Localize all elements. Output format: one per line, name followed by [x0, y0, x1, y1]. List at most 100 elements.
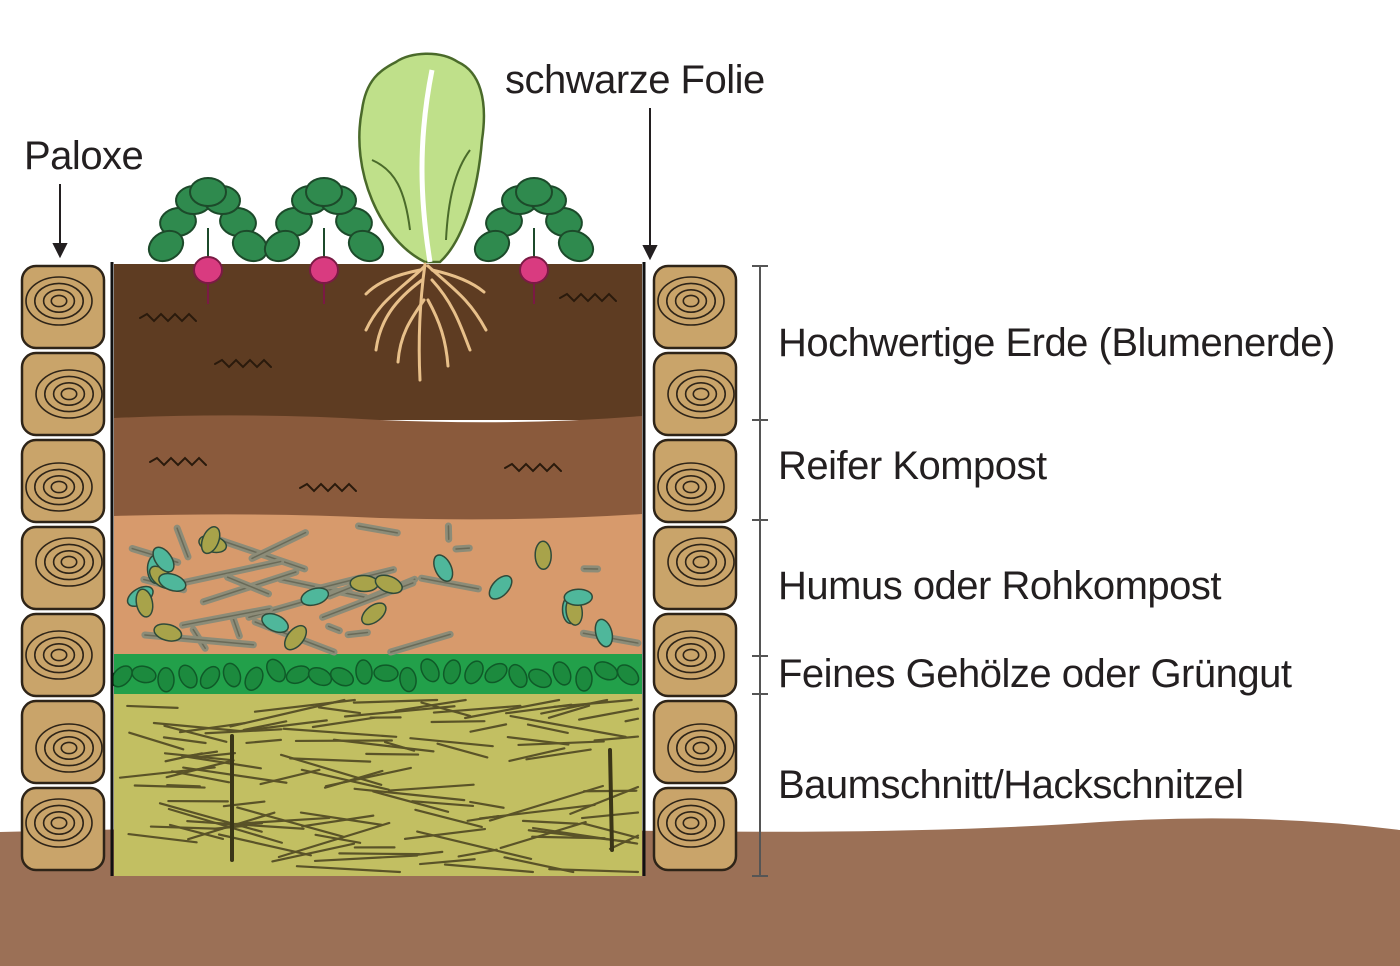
green-leaf: [464, 660, 484, 685]
label-paloxe: Paloxe: [24, 134, 144, 178]
wood-block-icon: [652, 351, 738, 437]
leaf: [374, 574, 403, 595]
lettuce-icon: [358, 52, 486, 264]
chip: [236, 806, 345, 838]
chip: [204, 728, 283, 735]
chip: [411, 800, 475, 808]
chip: [133, 784, 206, 789]
green-leaf: [157, 666, 175, 693]
green-leaf: [266, 658, 286, 683]
humus-texture: [126, 522, 642, 656]
chip: [353, 787, 466, 802]
chip: [279, 753, 383, 786]
green-leaf: [131, 665, 157, 684]
soil-speck: [214, 358, 272, 369]
chip: [241, 816, 331, 825]
chip: [469, 723, 508, 733]
leaf: [594, 618, 614, 648]
chip: [299, 811, 383, 826]
chip: [313, 854, 419, 863]
branch-edge: [176, 527, 189, 558]
wood-column-right: [652, 264, 738, 872]
chip: [185, 755, 262, 770]
green-leaf: [420, 658, 440, 683]
green-leaf: [111, 665, 133, 688]
chip: [127, 832, 198, 844]
branch-edge: [389, 633, 451, 653]
chip: [271, 842, 356, 863]
chip: [436, 742, 489, 759]
label-layer-branches: Baumschnitt/Hackschnitzel: [778, 763, 1244, 807]
chip: [235, 719, 328, 733]
wood-block-icon: [652, 612, 738, 698]
chip: [149, 825, 224, 830]
arrow-down-icon: [642, 108, 658, 261]
chip: [372, 790, 450, 813]
chip: [165, 760, 231, 779]
soil-speck: [149, 456, 207, 467]
chip: [163, 724, 228, 743]
chip: [317, 706, 362, 715]
leaf: [563, 588, 593, 606]
chip: [311, 716, 376, 729]
green-leaf: [616, 664, 640, 686]
green-leaf: [222, 662, 242, 688]
chip: [593, 735, 640, 742]
chip: [300, 768, 390, 791]
leaf: [153, 623, 183, 642]
wood-block-icon: [652, 438, 738, 524]
layer-bracket: [752, 265, 768, 877]
soil-speck: [299, 482, 357, 493]
chip: [509, 714, 627, 738]
leaf: [433, 554, 454, 582]
chip: [128, 731, 185, 751]
label-schwarze-folie: schwarze Folie: [505, 58, 765, 102]
green-leaf: [593, 661, 619, 681]
green-leaf: [355, 659, 373, 685]
green-leaf: [178, 664, 198, 689]
leaf: [361, 602, 387, 626]
chip: [289, 757, 372, 763]
chip: [547, 704, 591, 719]
branch-edge: [232, 616, 241, 637]
chip: [457, 848, 498, 858]
leaf: [158, 572, 187, 592]
soil-speck: [139, 312, 197, 323]
chip: [301, 814, 375, 828]
leaf: [488, 575, 513, 600]
chip: [295, 865, 402, 874]
wood-block-icon: [652, 786, 738, 872]
chip: [167, 807, 283, 844]
wood-block-icon: [20, 525, 106, 611]
green-texture: [111, 658, 640, 693]
chip: [430, 720, 486, 724]
chip: [488, 784, 604, 822]
chip: [152, 721, 242, 733]
chip: [193, 752, 237, 759]
wood-block-icon: [20, 786, 106, 872]
wood-column-left: [20, 264, 106, 872]
chip: [217, 833, 312, 857]
chip: [383, 740, 416, 752]
chip: [432, 704, 522, 714]
wood-block-icon: [652, 264, 738, 350]
green-leaf: [442, 659, 462, 685]
green-leaf: [329, 667, 355, 687]
wood-block-icon: [20, 438, 106, 524]
leaf: [534, 540, 552, 571]
branch-edge: [347, 631, 369, 636]
stick: [608, 748, 614, 852]
chip: [526, 723, 569, 735]
leaf: [261, 612, 289, 634]
chip: [162, 736, 207, 745]
leaf: [152, 546, 175, 573]
wood-block-icon: [20, 351, 106, 437]
green-leaf: [399, 666, 417, 693]
chip: [443, 863, 535, 874]
leaf: [200, 526, 221, 555]
chip: [338, 852, 421, 856]
chip: [168, 823, 225, 841]
chip: [508, 747, 566, 763]
leaf: [135, 588, 154, 618]
